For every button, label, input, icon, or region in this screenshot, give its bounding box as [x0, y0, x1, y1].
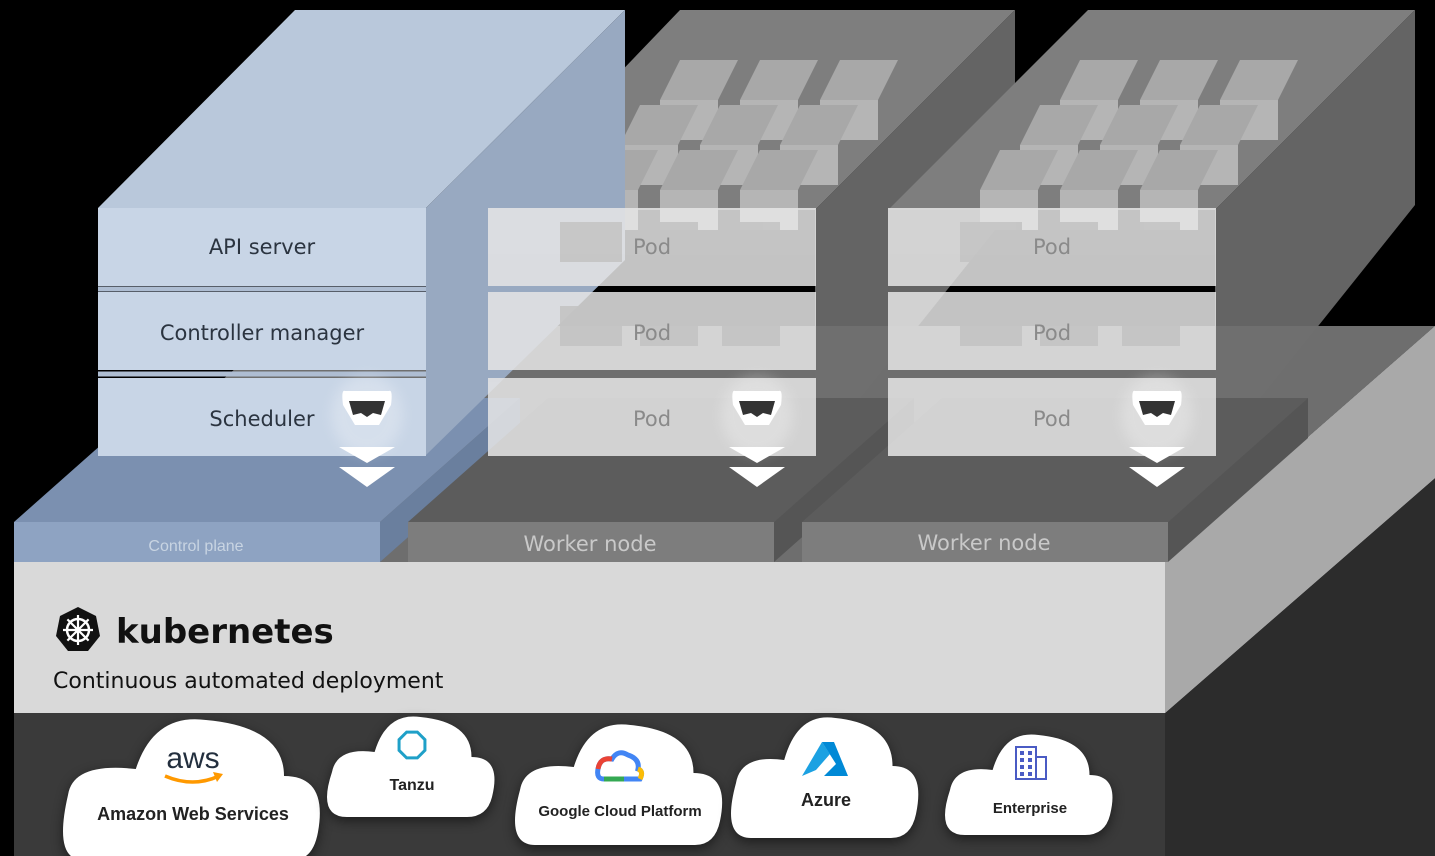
kubernetes-branding: kubernetes Continuous automated deployme…	[53, 607, 444, 694]
scheduler-label: Scheduler	[209, 407, 314, 431]
cloud-tanzu: Tanzu	[327, 716, 495, 821]
pod-label: Pod	[633, 321, 671, 345]
google-cloud-icon	[595, 750, 645, 782]
ghost-cube	[980, 150, 1058, 190]
pod-label: Pod	[1033, 235, 1071, 259]
building-icon	[1015, 746, 1047, 780]
cloud-label: Azure	[801, 790, 851, 810]
ghost-cube	[660, 150, 738, 190]
cloud-label: Enterprise	[993, 800, 1067, 817]
pod-label: Pod	[633, 407, 671, 431]
worker-node-label-1: Worker node	[523, 532, 656, 556]
api-server-label: API server	[209, 235, 316, 259]
ghost-cube	[1100, 105, 1178, 145]
ghost-cube	[780, 105, 858, 145]
platform-tagline: Continuous automated deployment	[53, 669, 444, 694]
control-plane-label: Control plane	[148, 538, 243, 555]
ghost-cube	[1060, 150, 1138, 190]
ghost-cube	[660, 60, 738, 100]
ghost-cube	[1020, 105, 1098, 145]
aws-smile-icon	[164, 772, 223, 784]
cloud-enterprise: Enterprise	[945, 734, 1113, 839]
ghost-cube	[820, 60, 898, 100]
ghost-cube	[740, 150, 818, 190]
ghost-cube	[740, 60, 818, 100]
ghost-cube	[1220, 60, 1298, 100]
ghost-cube	[1180, 105, 1258, 145]
cloud-azure: Azure	[731, 717, 919, 842]
azure-logo-icon	[802, 742, 848, 776]
aws-logo-text: aws	[166, 742, 219, 775]
kubernetes-helm-icon	[56, 607, 100, 651]
agent-robot-icon	[1121, 375, 1193, 487]
tanzu-hexagon-icon	[397, 730, 427, 760]
pod-label: Pod	[1033, 407, 1071, 431]
agent-robot-icon	[721, 375, 793, 487]
pod-label: Pod	[1033, 321, 1071, 345]
worker-node-label-2: Worker node	[917, 531, 1050, 555]
agent-icons	[331, 375, 1193, 487]
pod-label: Pod	[633, 235, 671, 259]
cloud-google-cloud-platform: Google Cloud Platform	[515, 724, 723, 849]
ghost-cube	[1060, 60, 1138, 100]
kubernetes-wordmark: kubernetes	[116, 612, 334, 652]
cloud-label: Tanzu	[389, 777, 434, 794]
agent-robot-icon	[331, 375, 403, 487]
cloud-label: Amazon Web Services	[97, 804, 289, 824]
cloud-label: Google Cloud Platform	[538, 803, 701, 820]
ghost-cube	[700, 105, 778, 145]
controller-manager-label: Controller manager	[160, 321, 365, 345]
ghost-cube	[1140, 60, 1218, 100]
ghost-cube	[1140, 150, 1218, 190]
ghost-cube	[620, 105, 698, 145]
